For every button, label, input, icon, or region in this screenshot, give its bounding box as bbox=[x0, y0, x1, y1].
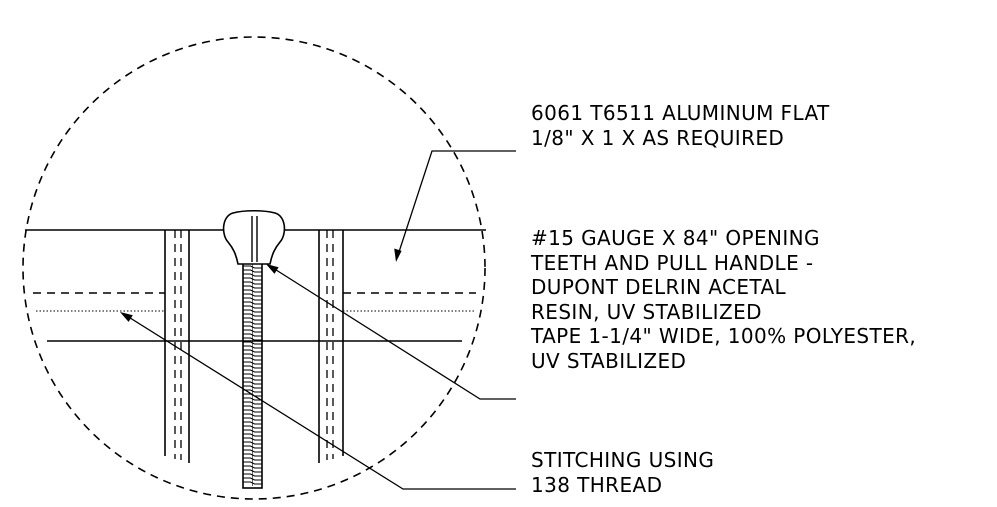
callout-zipper-line-5: TAPE 1-1/4" WIDE, 100% POLYESTER, bbox=[531, 324, 917, 348]
callout-aluminum-line-2: 1/8" X 1 X AS REQUIRED bbox=[531, 125, 785, 150]
callout-zipper-line-3: DUPONT DELRIN ACETAL bbox=[531, 275, 787, 299]
zipper-pull-handle bbox=[222, 209, 286, 265]
callout-stitching-line-1: STITCHING USING bbox=[531, 448, 715, 472]
leader-aluminum-arrow bbox=[394, 248, 402, 262]
zipper-teeth bbox=[243, 264, 262, 486]
callout-stitching: STITCHING USING 138 THREAD bbox=[531, 448, 714, 497]
leader-zipper-arrow bbox=[266, 264, 279, 274]
callout-aluminum-line-1: 6061 T6511 ALUMINUM FLAT bbox=[531, 101, 830, 125]
callout-stitching-line-2: 138 THREAD bbox=[531, 472, 663, 497]
leader-stitching-arrow bbox=[120, 312, 133, 322]
callout-zipper-line-2: TEETH AND PULL HANDLE - bbox=[531, 250, 814, 275]
callout-zipper-line-6: UV STABILIZED bbox=[531, 348, 687, 373]
leader-zipper bbox=[272, 267, 516, 400]
callout-zipper-line-4: RESIN, UV STABILIZED bbox=[531, 299, 762, 324]
leader-stitching bbox=[126, 315, 516, 490]
detail-boundary-circle bbox=[22, 36, 486, 500]
callout-zipper: #15 GAUGE X 84" OPENING TEETH AND PULL H… bbox=[531, 226, 916, 373]
leader-aluminum-flat bbox=[397, 150, 516, 256]
callout-aluminum-flat: 6061 T6511 ALUMINUM FLAT 1/8" X 1 X AS R… bbox=[531, 101, 830, 150]
callout-zipper-line-1: #15 GAUGE X 84" OPENING bbox=[531, 226, 820, 250]
